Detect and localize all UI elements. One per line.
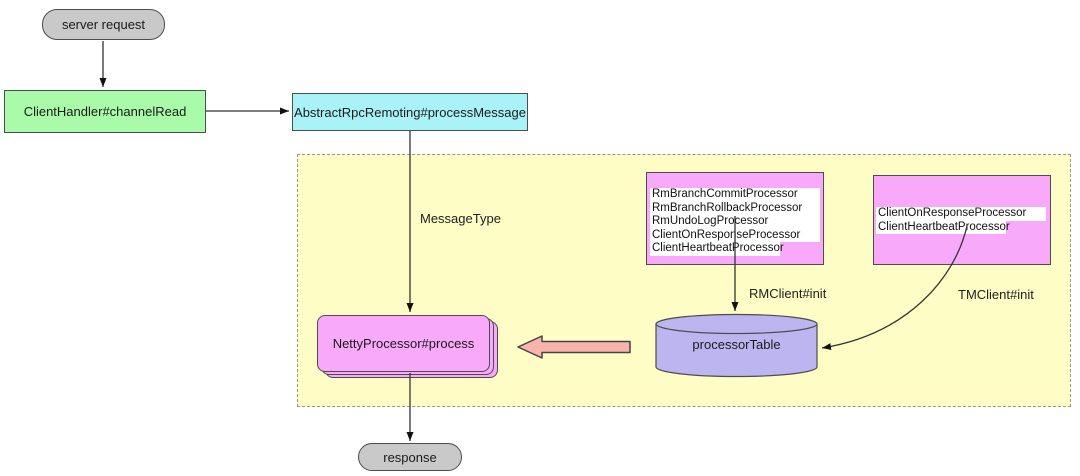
server-request-node: server request xyxy=(42,9,165,40)
netty-processor-node: NettyProcessor#process xyxy=(317,315,490,372)
list-item: ClientOnResponseProcessor xyxy=(876,207,1046,221)
list-item: RmBranchCommitProcessor xyxy=(650,188,820,202)
message-type-edge-label: MessageType xyxy=(420,211,501,226)
list-item: ClientOnResponseProcessor xyxy=(650,228,820,242)
processor-table-label: processorTable xyxy=(692,337,781,352)
list-item: ClientHeartbeatProcessor xyxy=(650,242,784,256)
tm-client-init-edge-label: TMClient#init xyxy=(958,287,1034,302)
tm-processor-list: ClientOnResponseProcessor ClientHeartbea… xyxy=(876,207,1046,234)
list-item: RmBranchRollbackProcessor xyxy=(650,201,820,215)
netty-processor-label: NettyProcessor#process xyxy=(332,336,475,351)
client-handler-node: ClientHandler#channelRead xyxy=(4,90,206,133)
response-label: response xyxy=(383,449,437,465)
response-node: response xyxy=(358,443,462,471)
abstract-rpc-remoting-label: AbstractRpcRemoting#processMessage xyxy=(294,104,526,120)
rm-processor-list: RmBranchCommitProcessor RmBranchRollback… xyxy=(650,188,820,256)
list-item: ClientHeartbeatProcessor xyxy=(876,220,1010,234)
client-handler-label: ClientHandler#channelRead xyxy=(23,104,187,119)
abstract-rpc-remoting-node: AbstractRpcRemoting#processMessage xyxy=(292,93,528,131)
rm-client-init-edge-label: RMClient#init xyxy=(749,286,827,301)
list-item: RmUndoLogProcessor xyxy=(650,215,820,229)
server-request-label: server request xyxy=(61,17,146,32)
